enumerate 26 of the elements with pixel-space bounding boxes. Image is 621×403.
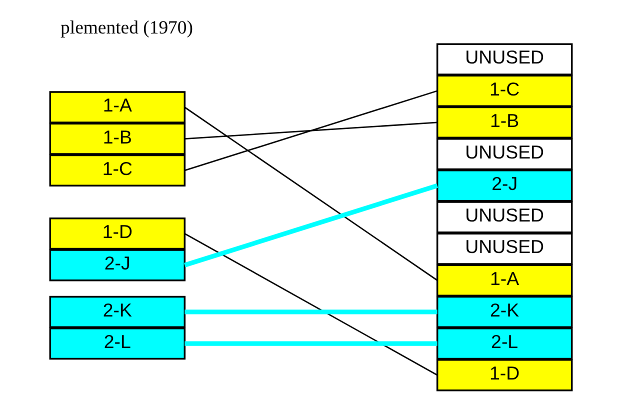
node-box: 1-D <box>48 217 186 250</box>
node-box: 1-C <box>48 154 186 186</box>
node-box: 2-J <box>48 248 186 281</box>
diagram-title: plemented (1970) <box>60 16 192 38</box>
node-box: 1-B <box>436 106 572 138</box>
node-box: UNUSED <box>436 137 572 170</box>
connector <box>184 232 438 376</box>
connector <box>184 309 437 314</box>
node-box: 1-A <box>48 90 186 123</box>
connector <box>184 340 437 346</box>
connector <box>184 121 437 140</box>
connector <box>184 90 438 171</box>
node-box: 1-C <box>436 74 572 106</box>
node-box: 2-L <box>48 326 186 360</box>
node-box: UNUSED <box>436 42 572 75</box>
node-box: 1-B <box>48 122 186 154</box>
node-box: 1-D <box>436 358 572 391</box>
node-box: UNUSED <box>436 200 572 233</box>
node-box: 2-K <box>48 295 186 328</box>
connector <box>184 106 438 280</box>
connector <box>183 182 438 267</box>
node-box: 2-K <box>436 295 572 328</box>
node-box: 2-J <box>436 169 572 202</box>
node-box: UNUSED <box>436 232 572 264</box>
node-box: 2-L <box>436 326 572 360</box>
node-box: 1-A <box>436 264 572 296</box>
